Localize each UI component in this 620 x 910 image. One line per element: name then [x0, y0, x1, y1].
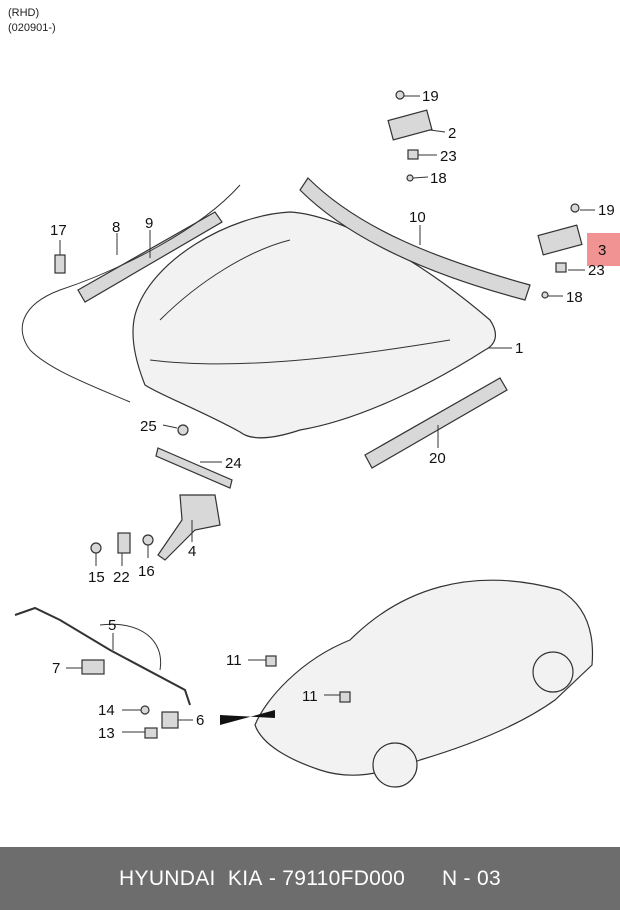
callout-7: 7 — [52, 660, 60, 677]
callout-6: 6 — [196, 712, 204, 729]
callout-19b: 19 — [598, 202, 615, 219]
callout-19a: 19 — [422, 88, 439, 105]
callout-8: 8 — [112, 219, 120, 236]
callout-16: 16 — [138, 563, 155, 580]
callout-15: 15 — [88, 569, 105, 586]
release-cable — [21, 184, 241, 403]
callout-17: 17 — [50, 222, 67, 239]
callout-22: 22 — [113, 569, 130, 586]
callout-23a: 23 — [440, 148, 457, 165]
callout-23b: 23 — [588, 262, 605, 279]
parts-diagram: 19 2 23 18 17 8 9 10 19 3 23 18 1 25 24 … — [14, 88, 615, 788]
footer-page: N - 03 — [441, 866, 501, 890]
callout-18b: 18 — [566, 289, 583, 306]
callout-3: 3 — [598, 242, 606, 259]
callout-1: 1 — [515, 340, 523, 357]
seal-20 — [364, 377, 508, 469]
callout-24: 24 — [225, 455, 242, 472]
callout-20: 20 — [429, 450, 446, 467]
callout-4: 4 — [188, 543, 196, 560]
callout-10: 10 — [409, 209, 426, 226]
hood-rod-5 — [14, 606, 191, 706]
callout-13: 13 — [98, 725, 115, 742]
strip-24 — [155, 447, 233, 489]
hinge-3 — [537, 224, 583, 256]
latch-4 — [157, 494, 221, 561]
callout-25: 25 — [140, 418, 157, 435]
callout-14: 14 — [98, 702, 115, 719]
pointer-arrow — [220, 710, 275, 725]
car-wheel-rear — [532, 651, 574, 693]
callout-2: 2 — [448, 125, 456, 142]
footer-bar: HYUNDAI KIA - 79110FD000 N - 03 — [0, 847, 620, 910]
header-line-rhd: (RHD) — [8, 7, 40, 19]
hinge-2 — [387, 109, 433, 141]
footer-part-number: 79110FD000 — [282, 866, 406, 890]
footer-brand: HYUNDAI KIA — [119, 866, 263, 890]
car-outline — [254, 579, 594, 776]
callout-5: 5 — [108, 617, 116, 634]
hood-panel — [132, 211, 497, 439]
weatherstrip-10 — [299, 177, 531, 301]
callout-9: 9 — [145, 215, 153, 232]
callout-11b: 11 — [302, 688, 318, 705]
header-line-date: (020901-) — [8, 22, 56, 34]
header-block: (RHD) (020901-) — [8, 6, 56, 36]
callout-18a: 18 — [430, 170, 447, 187]
highlight-box — [587, 233, 620, 266]
car-wheel-front — [372, 742, 418, 788]
callout-11a: 11 — [226, 652, 242, 669]
